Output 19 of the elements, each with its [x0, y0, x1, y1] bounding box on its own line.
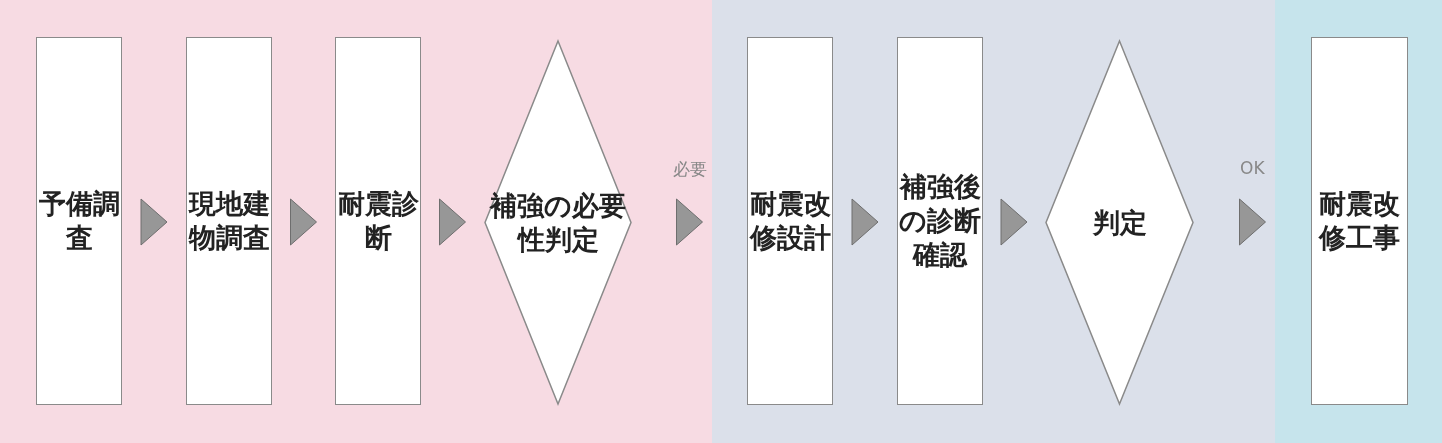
process-box: 現地建物調査	[186, 37, 272, 405]
decision-diamond	[484, 40, 632, 405]
process-box: 予備調査	[36, 37, 122, 405]
decision-label: 補強の必要性判定	[488, 188, 627, 257]
process-box: 補強後の診断確認	[897, 37, 983, 405]
arrow	[1239, 198, 1266, 246]
process-box: 耐震改修工事	[1311, 37, 1408, 405]
arrow	[140, 198, 168, 246]
arrow	[290, 198, 317, 246]
edge-label: 必要	[672, 158, 707, 181]
arrow	[1000, 198, 1028, 246]
decision-diamond	[1045, 40, 1194, 405]
edge-label: OK	[1240, 158, 1265, 178]
arrow	[851, 198, 879, 246]
arrow	[676, 198, 703, 246]
arrow	[439, 198, 466, 246]
process-box: 耐震改修設計	[747, 37, 833, 405]
process-box: 耐震診断	[335, 37, 421, 405]
decision-label: 判定	[1092, 205, 1147, 240]
